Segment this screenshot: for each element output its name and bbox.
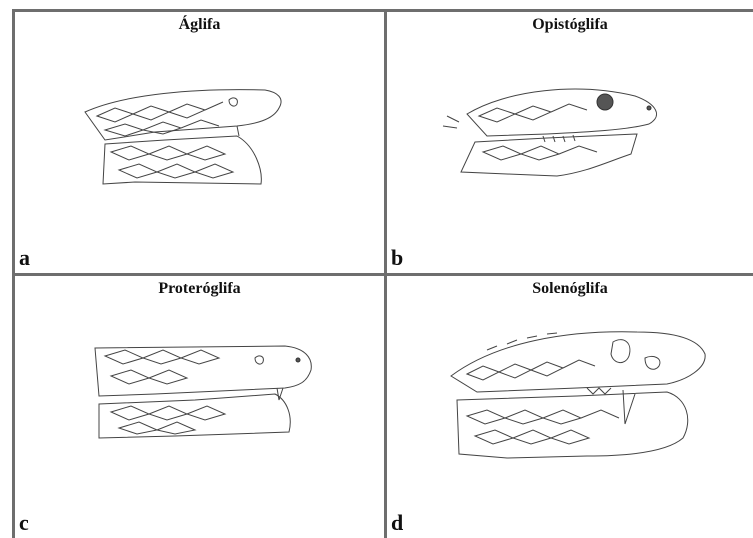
panel-letter: b — [391, 245, 403, 271]
panel-solenoglifa: Solenóglifa d — [387, 276, 753, 538]
panel-proteroglifa: Proteróglifa c — [15, 276, 384, 538]
snake-head-opisthoglyphous — [387, 12, 753, 273]
panel-letter: a — [19, 245, 30, 271]
snake-head-solenoglyphous — [387, 276, 753, 538]
scale-pattern — [467, 333, 619, 444]
snake-head-proteroglyphous — [15, 276, 384, 538]
panel-letter: c — [19, 510, 29, 536]
snake-head-aglyphous — [15, 12, 384, 273]
panel-letter: d — [391, 510, 403, 536]
panel-aglifa: Áglifa a — [15, 12, 384, 273]
panel-opistoglifa: Opistóglifa b — [387, 12, 753, 273]
scale-pattern — [443, 104, 597, 160]
